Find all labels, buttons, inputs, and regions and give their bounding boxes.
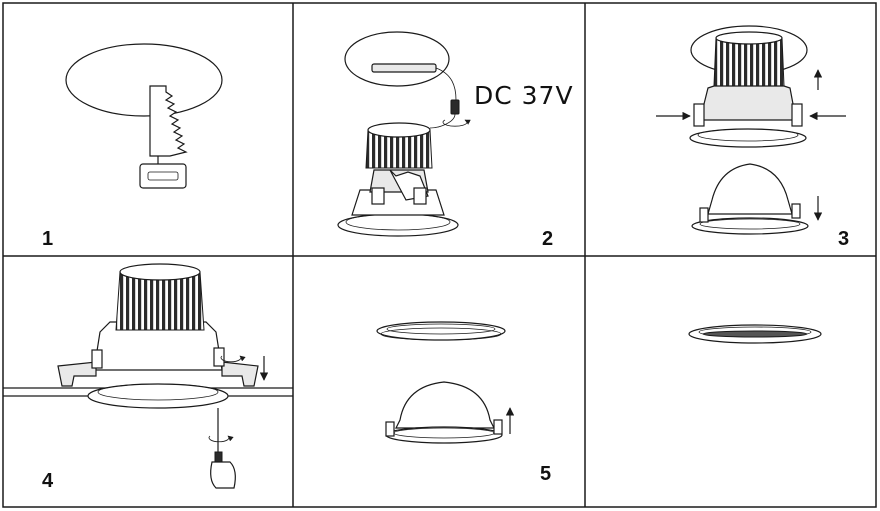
ceiling-disc: [65, 43, 223, 117]
voltage-label: DC 37V: [474, 81, 574, 110]
step-number: 2: [542, 228, 553, 250]
trim-ring: [376, 321, 506, 341]
downlight-fixture: [689, 25, 808, 148]
panel-step-6: [688, 324, 822, 344]
panel-step-2: DC 37V 2: [337, 31, 574, 250]
hand-saw-icon: [139, 85, 188, 189]
reflector-trim: [691, 163, 809, 235]
rotate-arrow-icon: [220, 355, 246, 363]
panel-step-5: 5: [376, 321, 551, 485]
panel-step-4: 4: [3, 263, 293, 492]
downlight-fixture: [57, 263, 259, 409]
trim-ring: [688, 324, 822, 344]
ceiling-disc: [344, 31, 450, 87]
rotate-arrow-icon: [442, 119, 471, 127]
screwdriver-icon: [210, 408, 236, 489]
reflector-trim: [385, 381, 503, 444]
led-driver-box: [371, 63, 437, 73]
step-number: 1: [42, 228, 53, 250]
step-number: 4: [42, 470, 54, 492]
panel-step-3: 3: [656, 25, 849, 250]
step-number: 5: [540, 463, 551, 485]
step-number: 3: [838, 228, 849, 250]
rotate-arrow-icon: [208, 435, 234, 443]
downlight-fixture: [337, 122, 459, 237]
panel-step-1: 1: [42, 43, 223, 250]
